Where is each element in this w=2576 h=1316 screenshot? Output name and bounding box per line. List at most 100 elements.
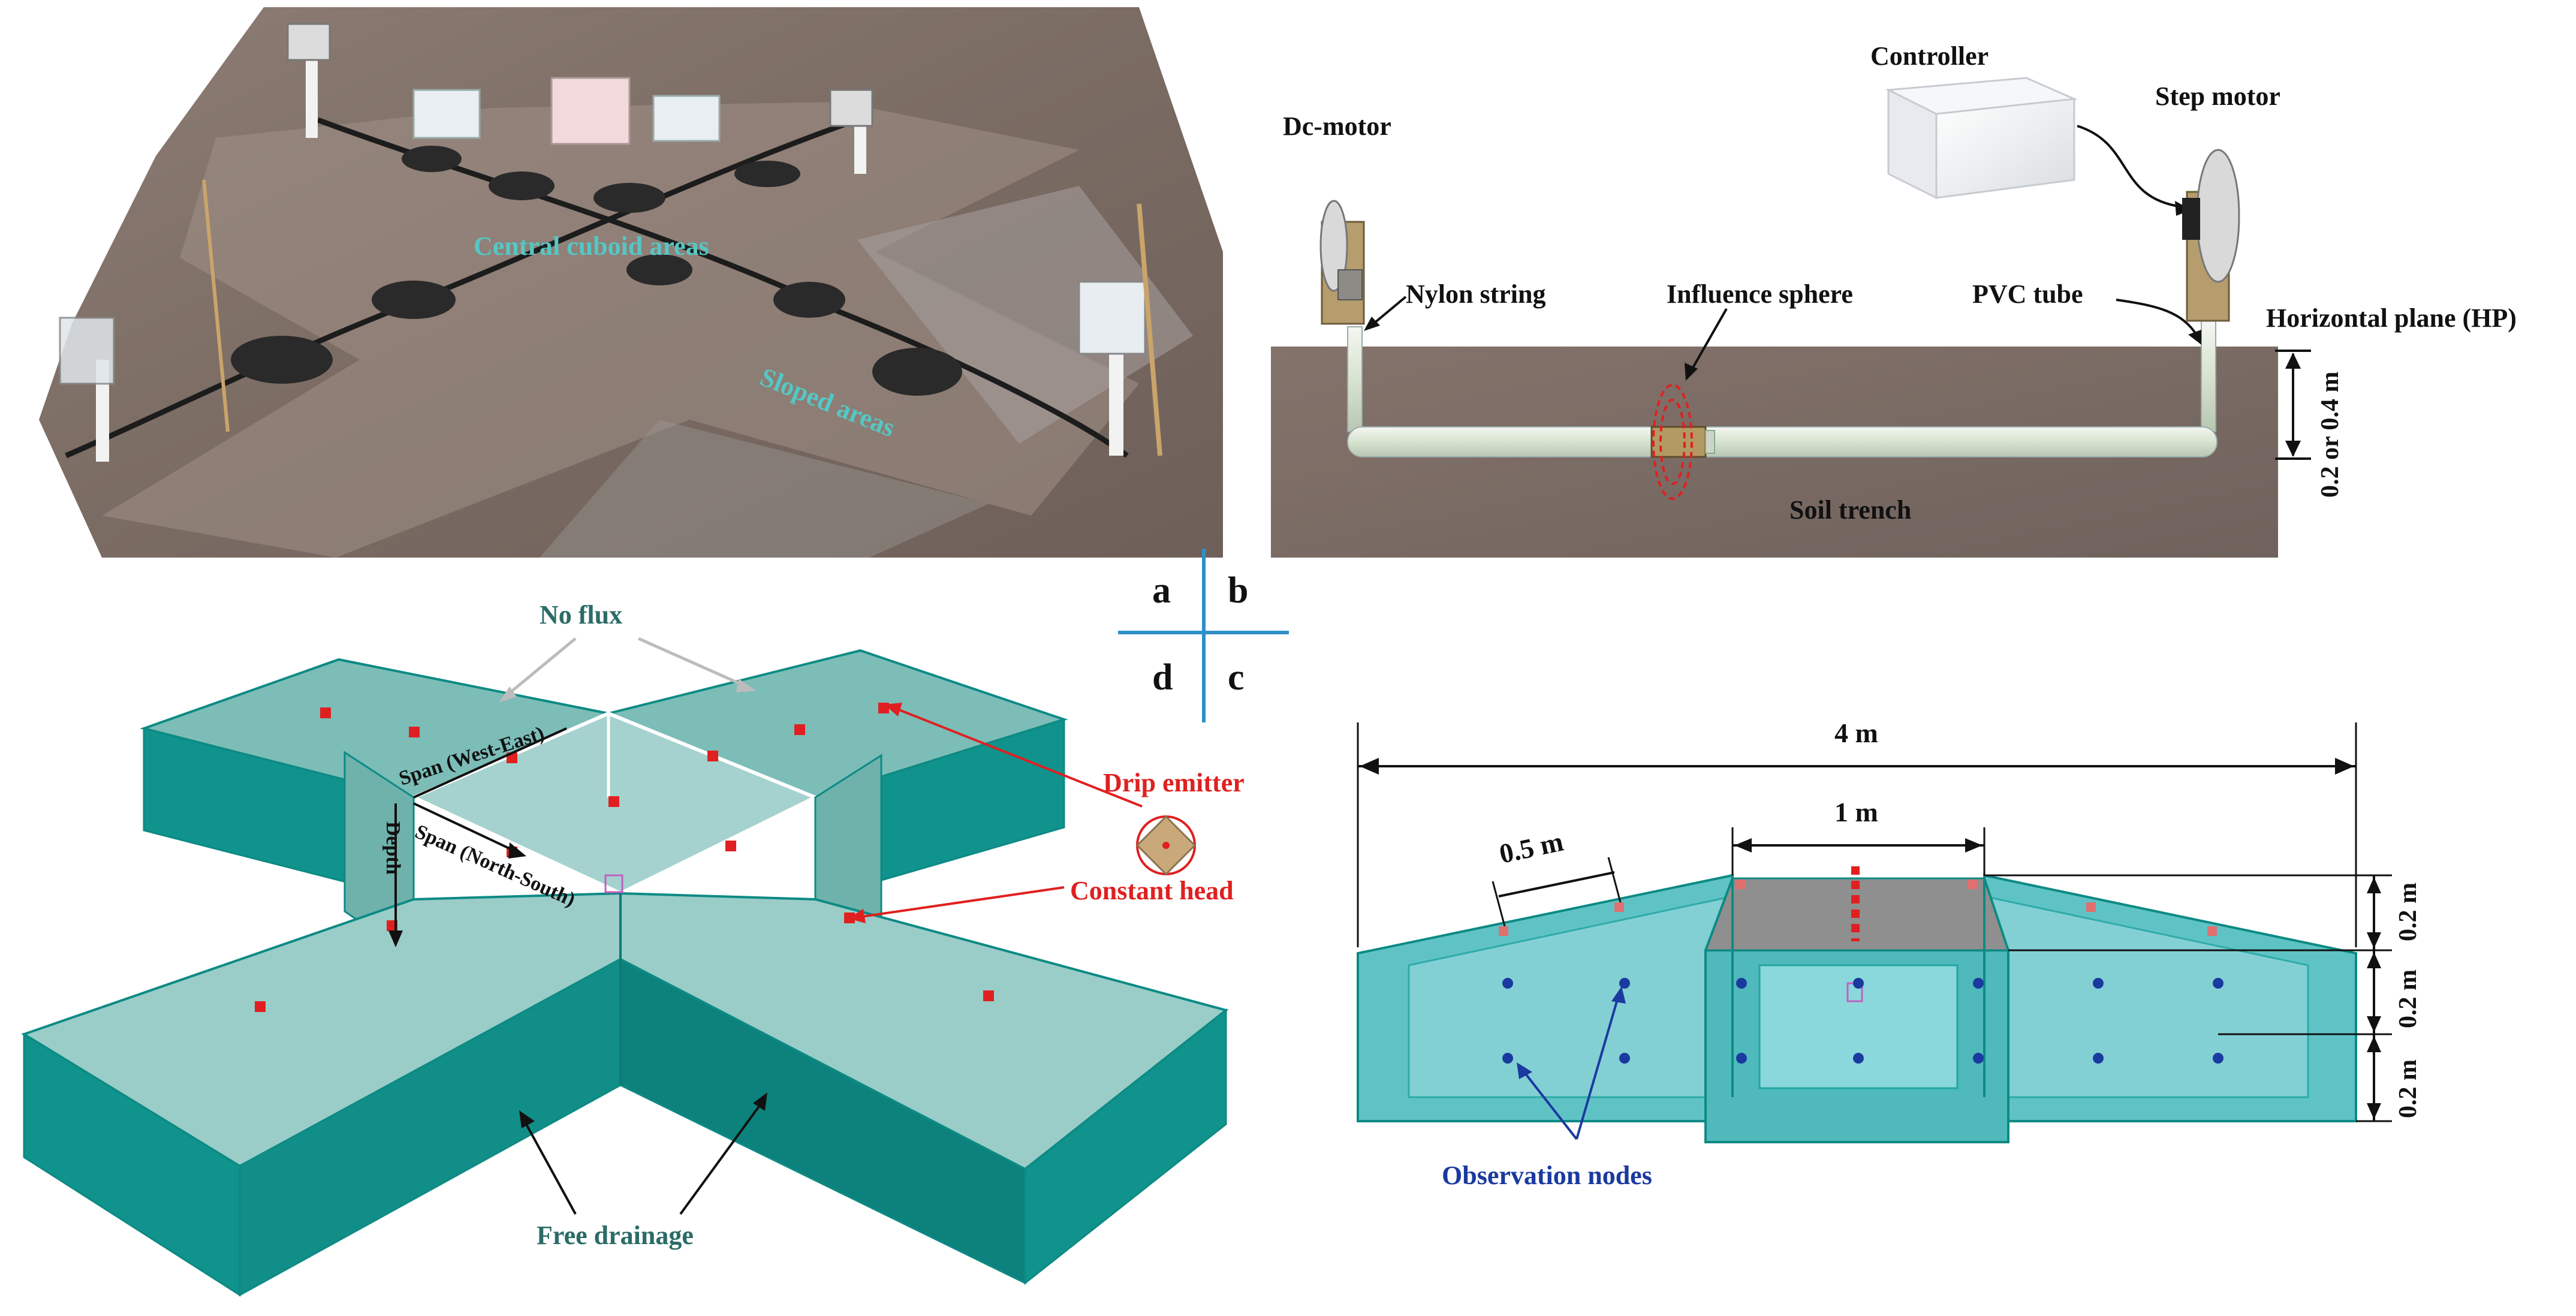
panel-letter-grid: a b d c [1118, 549, 1289, 722]
panel-a-post [306, 36, 318, 138]
wet-spot [626, 254, 692, 285]
cuboid-edge [1704, 878, 1734, 951]
constant-head-pointer-head [848, 909, 866, 923]
panel-b: Controller Step motor Dc-motor Nylon str… [1271, 41, 2517, 558]
label-dc-motor: Dc-motor [1283, 112, 1391, 141]
label-soil-trench: Soil trench [1789, 495, 1911, 525]
panel-letter-c: c [1228, 657, 1245, 698]
wet-spot [402, 146, 462, 172]
obs-pointer [1522, 1069, 1578, 1140]
slope-emitter [1968, 880, 1977, 889]
dim-1m-arrow-left [1734, 838, 1752, 853]
panel-a-motor-housing [829, 89, 873, 127]
center-marker [604, 874, 623, 893]
observation-node [1502, 978, 1513, 989]
depth-arrow-head [388, 930, 403, 947]
observation-node [1973, 978, 1984, 989]
label-controller: Controller [1870, 41, 1989, 71]
observation-nodes [1502, 978, 2224, 1064]
panel-d: No flux Span (West-East) Span (North-Sou… [21, 600, 1245, 1297]
dim-height-arrow [2367, 932, 2381, 948]
label-width-1m: 1 m [1834, 797, 1878, 827]
dim-05m-ext [1607, 857, 1622, 903]
sensor-body [1650, 426, 1707, 458]
slope-emitter [2207, 926, 2217, 936]
dim-05m-ext [1492, 881, 1506, 927]
drip-emitter [794, 724, 805, 735]
drip-emitter [608, 796, 619, 807]
drip-emitter [725, 841, 736, 851]
panel-a-stake [1137, 203, 1162, 456]
pointer-nylon-head [1364, 317, 1380, 331]
label-width-4m: 4 m [1834, 718, 1878, 748]
slope-emitter [1736, 880, 1746, 889]
panel-letter-b: b [1228, 570, 1248, 611]
no-flux-pointer-head [499, 686, 517, 703]
label-height-1: 0.2 m [2394, 883, 2422, 941]
panel-a-control-box [652, 95, 721, 142]
panel-a-post [1109, 336, 1123, 456]
legend-dot [1162, 842, 1170, 849]
dc-motor-reel [1319, 200, 1348, 292]
depth-arrow-up [2285, 353, 2301, 369]
wet-spot [593, 183, 665, 213]
drip-emitter [983, 990, 994, 1001]
label-depth: Depth [382, 821, 404, 875]
observation-node [1853, 978, 1864, 989]
no-flux-pointer [637, 637, 748, 688]
sensor-body-end [1705, 430, 1715, 454]
label-central-cuboid-areas: Central cuboid areas [474, 231, 709, 261]
pointer-pvc [2116, 299, 2198, 337]
slope-emitter [2086, 902, 2096, 912]
observation-node [1853, 1053, 1864, 1064]
controller-box [1885, 77, 2078, 200]
label-step-motor: Step motor [2155, 82, 2280, 111]
controller-cable [2077, 125, 2183, 208]
free-drainage-pointer-head [519, 1110, 535, 1128]
span-we-arrow [413, 727, 567, 799]
drip-emitter-legend-symbol [1135, 815, 1197, 876]
dim-height-arrow [2367, 877, 2381, 893]
panel-a-control-box [412, 89, 481, 139]
obs-pointer-head [1517, 1062, 1532, 1079]
dc-motor [1319, 200, 1365, 325]
step-motor-body [2182, 198, 2200, 240]
wet-spot [231, 336, 333, 384]
label-observation-nodes: Observation nodes [1442, 1161, 1652, 1190]
slope-emitter [1614, 902, 1624, 912]
observation-node [2213, 1053, 2224, 1064]
label-nylon-string: Nylon string [1406, 279, 1545, 309]
dc-motor-body [1337, 269, 1363, 300]
wet-spot [773, 282, 845, 318]
no-flux-pointer-head [736, 679, 757, 692]
label-constant-head: Constant head [1070, 876, 1234, 905]
free-drainage-pointer [679, 1102, 763, 1215]
panel-a-control-box [550, 77, 631, 145]
observation-node [1736, 1053, 1747, 1064]
drip-emitter-pointer-head [884, 703, 902, 716]
drip-emitter [707, 751, 718, 761]
label-horizontal-plane: Horizontal plane (HP) [2266, 303, 2517, 333]
panel-c: 4 m 1 m 0.5 m 0.2 m 0.2 m 0.2 m Obser [1357, 718, 2422, 1190]
free-drainage-pointer-head [753, 1092, 767, 1111]
influence-sphere [1652, 384, 1693, 500]
observation-node [2093, 978, 2104, 989]
controller-box-side [1935, 98, 2075, 199]
panel-a-motor-housing [1078, 281, 1146, 355]
arm-front-right-wall [1024, 1008, 1227, 1285]
label-pvc-tube: PVC tube [1972, 279, 2083, 309]
panel-letter-a: a [1152, 570, 1171, 611]
panel-a-wet-spots [231, 146, 962, 396]
dim-height-arrow [2367, 1103, 2381, 1119]
step-motor-reel [2196, 149, 2240, 283]
influence-sphere-ring [1652, 384, 1693, 500]
panel-a-lighter-quadrant-2 [540, 420, 989, 558]
label-width-05m: 0.5 m [1496, 826, 1566, 869]
drip-emitters [255, 703, 994, 1012]
step-motor [2182, 149, 2240, 322]
panel-a-motor-housing [287, 23, 331, 61]
wet-spot [489, 171, 555, 200]
dim-05m-line [1498, 871, 1615, 898]
panel-a-stake [202, 179, 230, 432]
slope-emitter [1499, 926, 1508, 936]
